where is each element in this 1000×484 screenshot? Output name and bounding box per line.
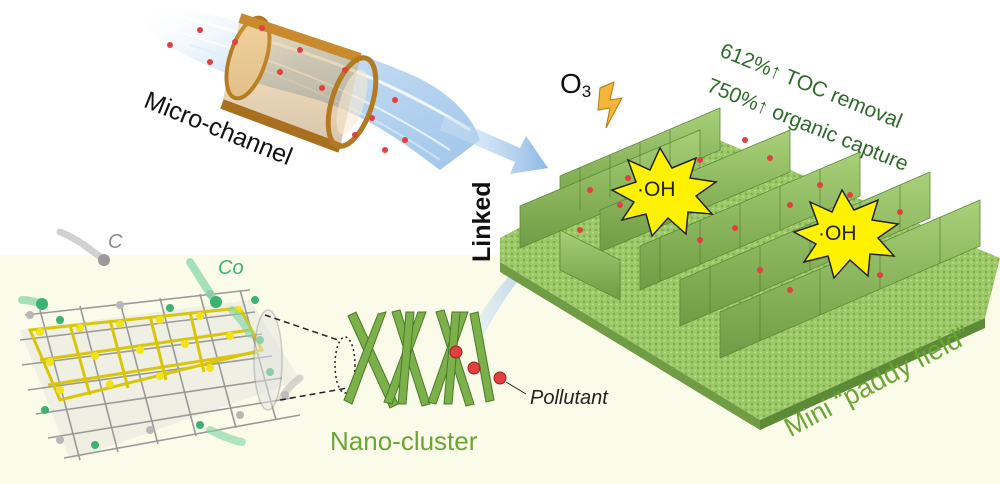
pollutant-molecule [493,371,507,385]
ozone-symbol: O [560,68,582,99]
cobalt-atom [210,296,222,308]
lightning-icon [597,81,623,129]
carbon-nanotube [19,289,301,461]
micro-channel-tube [220,13,379,153]
ozone-label: O3 [560,68,592,101]
nano-cluster [343,309,527,409]
stream-pollutants [167,25,408,153]
linked-label: Linked [468,181,496,262]
cobalt-label: Co [218,257,244,279]
incoming-atoms [18,228,304,446]
pollutant-label: Pollutant [530,387,608,409]
arrow-top [440,115,548,174]
zoom-guides [264,314,356,401]
ozone-subscript: 3 [581,82,592,101]
carbon-label: C [108,231,123,253]
nano-cluster-label: Nano-cluster [330,426,478,456]
carbon-atom [98,254,110,266]
hydroxyl-burst-1 [610,146,718,238]
hydroxyl-label-1: ·OH [637,178,676,201]
hydroxyl-label-2: ·OH [818,222,857,245]
hydroxyl-burst-2 [792,188,900,280]
